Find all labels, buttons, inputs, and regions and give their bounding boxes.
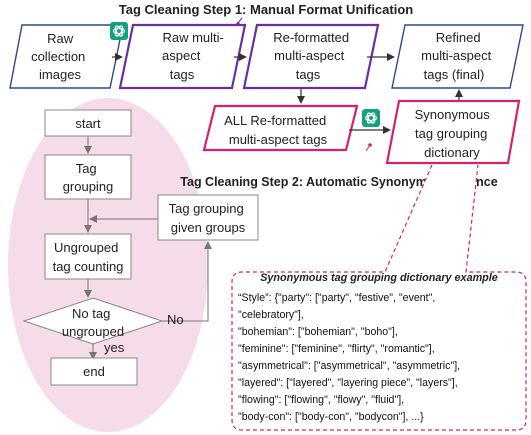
flow-ungrouped-counting: Ungrouped tag counting [44,233,132,280]
example-line: "asymmetrical": ["asymmetrical", "asymme… [238,360,460,372]
refined-tags-box: Refined multi-aspect tags (final) [391,24,524,89]
chatgpt-icon [110,22,128,40]
svg-text:Ungrouped tag counting: Ungrouped tag counting [53,240,124,274]
svg-text:Tag grouping given group: Tag grouping given groups [169,201,248,235]
svg-text:Raw collection ima: Raw collection images [31,31,89,82]
synonymous-dictionary-box: Synonymous tag grouping dictionary [385,99,521,165]
reformatted-line1: Re-formatted [273,30,349,45]
example-lines: “Style”: {"party": ["party", "festive", … [238,292,460,423]
flow-tag-grouping: Tag grouping [44,154,132,200]
svg-text:No tag ungrouped: No tag ungrouped [62,306,124,339]
arrow-no-loop [162,241,212,322]
example-line: "feminine": ["feminine", "flirty", "roma… [238,343,435,355]
tag-grouping-line1: Tag [76,161,97,176]
chatgpt-icon [362,109,380,127]
connector-tick [365,144,371,152]
decision-line1: No tag [72,306,110,321]
reformatted-line2: multi-aspect [274,48,344,63]
synonymous-line3: dictionary [424,145,480,160]
raw-images-line2: collection [31,49,85,64]
raw-tags-line1: Raw multi- [162,30,223,45]
decision-line2: ungrouped [62,324,124,339]
raw-tags-box: Raw multi- aspect tags [118,23,247,90]
example-line: "flowing": ["flowing", "flowy", "fluid"]… [238,394,404,406]
example-line: "bohemian": ["bohemian", "boho"], [238,326,398,338]
flow-tag-grouping-given: Tag grouping given groups [157,194,259,241]
example-line: "celebratory"], [238,309,304,321]
svg-text:Synonymous tag grouping: Synonymous tag grouping dictionary [415,107,494,160]
svg-text:Refined multi-aspect: Refined multi-aspect tags (final) [421,30,495,82]
synonymous-line1: Synonymous [415,107,491,122]
example-line: "layered": ["layered", "layering piece",… [238,377,458,389]
counting-line2: tag counting [53,259,124,274]
refined-line3: tags (final) [424,67,485,82]
given-groups-line1: Tag grouping [169,201,244,216]
svg-text:Re-formatted multi-aspec: Re-formatted multi-aspect tags [273,30,353,82]
raw-tags-line3: tags [170,67,195,82]
all-reformatted-line2: multi-aspect tags [229,132,328,147]
example-line: "body-con": ["body-con", "bodycon"], ...… [238,411,424,423]
reformatted-line3: tags [296,67,321,82]
raw-images-line1: Raw [47,31,74,46]
svg-text:ALL Re-formatted multi-a: ALL Re-formatted multi-aspect tags [224,113,330,147]
given-groups-line2: given groups [171,220,246,235]
no-label: No [167,312,184,327]
raw-images-line3: images [39,67,81,82]
svg-text:start: start [75,116,101,131]
flow-start: start [44,109,132,137]
refined-line1: Refined [436,30,481,45]
all-reformatted-box: ALL Re-formatted multi-aspect tags [202,104,359,152]
svg-text:end: end [83,364,105,379]
synonymous-line2: tag grouping [415,126,487,141]
raw-images-box: Raw collection images [9,24,124,89]
raw-tags-line2: aspect [162,48,201,63]
flow-decision: No tag ungrouped [22,297,164,345]
svg-text:Tag grouping: Tag grouping [63,161,114,194]
example-title: Synonymous tag grouping dictionary examp… [260,272,498,284]
reformatted-tags-box: Re-formatted multi-aspect tags [242,23,380,90]
svg-text:Raw multi- aspect: Raw multi- aspect tags [162,30,227,82]
tag-grouping-line2: grouping [63,179,114,194]
example-line: “Style”: {"party": ["party", "festive", … [238,292,435,304]
flow-end: end [50,357,138,386]
yes-label: yes [104,340,125,355]
example-callout [231,164,527,431]
connector-tick [236,17,243,25]
step1-title: Tag Cleaning Step 1: Manual Format Unifi… [119,2,414,17]
step2-title: Tag Cleaning Step 2: Automatic Synonym E… [180,175,497,189]
counting-line1: Ungrouped [54,240,118,255]
all-reformatted-line1: ALL Re-formatted [224,113,326,128]
refined-line2: multi-aspect [421,48,491,63]
